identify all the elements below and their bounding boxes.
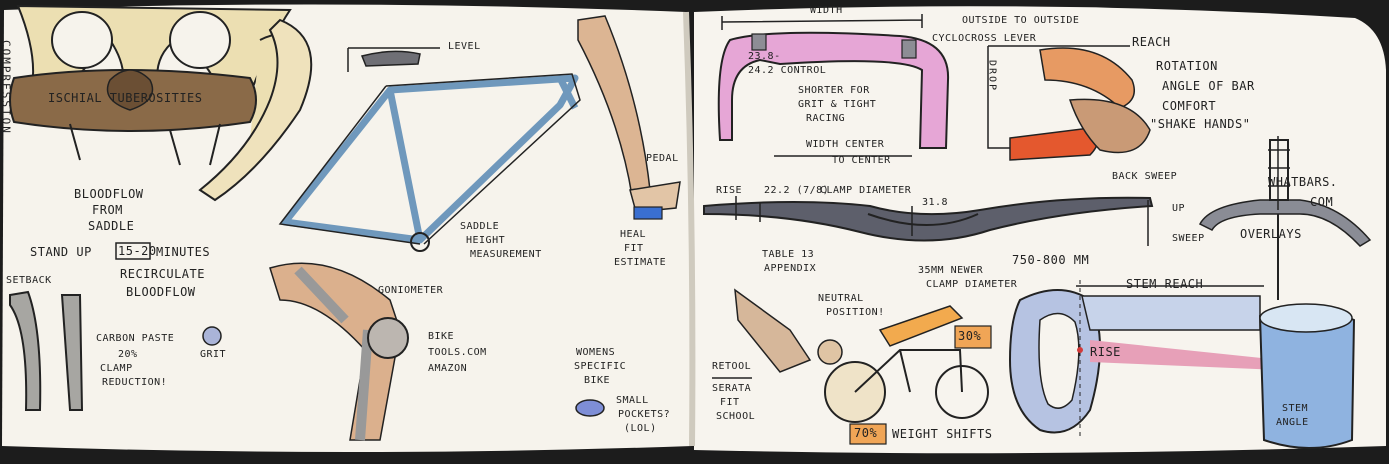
label-bloodflow-3: SADDLE (88, 220, 134, 233)
label-grit: GRIT (200, 350, 226, 361)
label-rise: RISE (716, 186, 742, 197)
label-rotation-3: COMFORT (1162, 100, 1216, 113)
label-rotation-2: ANGLE OF BAR (1162, 80, 1255, 93)
label-level: LEVEL (448, 42, 481, 53)
label-biketools-1: BIKE (428, 332, 454, 343)
label-242: 24.2 CONTROL (748, 66, 826, 77)
pedal-sketch (634, 207, 662, 219)
label-neutral-2: POSITION! (826, 308, 885, 319)
label-small-2: POCKETS? (618, 410, 670, 421)
label-retool-3: FIT (720, 398, 740, 409)
label-pedal: PEDAL (646, 154, 679, 165)
label-womens-1: WOMENS (576, 348, 615, 359)
label-heal-3: ESTIMATE (614, 258, 666, 269)
label-heal-1: HEAL (620, 230, 646, 241)
label-recirculate-2: BLOODFLOW (126, 286, 196, 299)
label-small-1: SMALL (616, 396, 649, 407)
label-stemangle-1: STEM (1282, 404, 1308, 415)
label-238: 23.8- (748, 52, 781, 63)
label-whatbars-1: WHATBARS. (1268, 176, 1338, 189)
label-318: 31.8 (922, 198, 948, 209)
label-sweep: SWEEP (1172, 234, 1205, 245)
label-bloodflow-1: BLOODFLOW (74, 188, 144, 201)
label-35mm: 35MM NEWER (918, 266, 983, 277)
label-widthcenter-2: TO CENTER (832, 156, 891, 167)
label-ischial: ISCHIAL TUBEROSITIES (48, 92, 203, 105)
label-retool-2: SERATA (712, 384, 751, 395)
label-biketools-3: AMAZON (428, 364, 467, 375)
label-compression: COMPRESSION (0, 40, 12, 135)
label-small-3: (LOL) (624, 424, 657, 435)
label-setback: SETBACK (6, 276, 52, 287)
label-table-2: APPENDIX (764, 264, 816, 275)
label-shorter-2: GRIT & TIGHT (798, 100, 876, 111)
label-750: 750-800 MM (1012, 254, 1089, 267)
goniometer-sketch (368, 318, 408, 358)
label-overlays: OVERLAYS (1240, 228, 1302, 241)
saddle-top-sketch (362, 51, 420, 66)
pocket-sketch (576, 400, 604, 416)
label-up: UP (1172, 204, 1185, 215)
label-saddle-3: MEASUREMENT (470, 250, 542, 261)
label-stemangle-2: ANGLE (1276, 418, 1309, 429)
label-carbon-4: REDUCTION! (102, 378, 167, 389)
label-retool-4: SCHOOL (716, 412, 755, 423)
label-minutes-box: 15-20 (118, 245, 157, 258)
label-35mm-2: CLAMP DIAMETER (926, 280, 1017, 291)
label-recirculate: RECIRCULATE (120, 268, 205, 281)
label-saddle-2: HEIGHT (466, 236, 505, 247)
label-table-1: TABLE 13 (762, 250, 814, 261)
label-widthcenter-1: WIDTH CENTER (806, 140, 884, 151)
label-whatbars-2: COM (1310, 196, 1333, 209)
label-womens-3: BIKE (584, 376, 610, 387)
label-stemreach: STEM REACH (1126, 278, 1203, 291)
label-biketools-2: TOOLS.COM (428, 348, 487, 359)
label-carbon-3: CLAMP (100, 364, 133, 375)
label-weight: WEIGHT SHIFTS (892, 428, 992, 441)
label-neutral-1: NEUTRAL (818, 294, 864, 305)
label-shorter-3: RACING (806, 114, 845, 125)
label-carbon-2: 20% (118, 350, 138, 361)
label-rotation-4: "SHAKE HANDS" (1150, 118, 1250, 131)
label-retool-1: RETOOL (712, 362, 751, 373)
label-bloodflow-2: FROM (92, 204, 123, 217)
label-drop: DROP (986, 60, 997, 92)
label-heal-2: FIT (624, 244, 644, 255)
label-goniometer: GONIOMETER (378, 286, 443, 297)
label-saddle-1: SADDLE (460, 222, 499, 233)
label-width: WIDTH (810, 6, 843, 17)
label-30: 30% (958, 330, 981, 343)
label-clamp-2: CLAMP DIAMETER (820, 186, 911, 197)
label-carbon-1: CARBON PASTE (96, 334, 174, 345)
label-cyclocross: CYCLOCROSS LEVER (932, 34, 1036, 45)
label-rise-2: RISE (1090, 346, 1121, 359)
grit-dot (203, 327, 221, 345)
label-shorter-1: SHORTER FOR (798, 86, 870, 97)
label-minutes: MINUTES (156, 246, 210, 259)
label-70: 70% (854, 427, 877, 440)
label-reach: REACH (1132, 36, 1171, 49)
label-womens-2: SPECIFIC (574, 362, 626, 373)
label-outside: OUTSIDE TO OUTSIDE (962, 16, 1079, 27)
label-rotation-1: ROTATION (1156, 60, 1218, 73)
label-standup: STAND UP (30, 246, 92, 259)
label-backsweep: BACK SWEEP (1112, 172, 1177, 183)
